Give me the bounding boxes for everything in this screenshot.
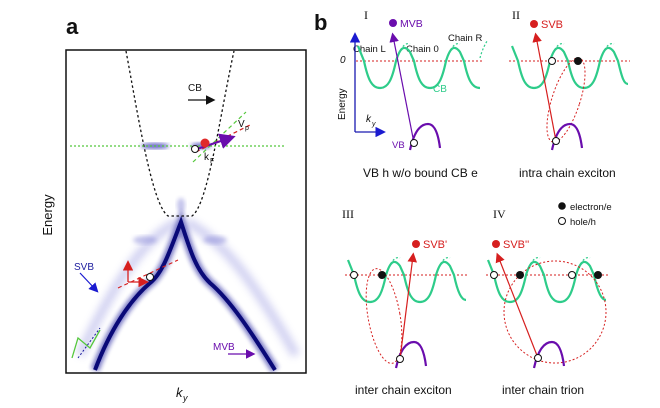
panel-a-frame	[65, 49, 307, 374]
vb-curve-i	[408, 122, 442, 151]
numeral-iii: III	[342, 207, 354, 221]
svb-label-a: SVB	[74, 262, 94, 273]
numeral-i: I	[364, 8, 368, 22]
svb-label-iii: SVB'	[423, 239, 447, 251]
exciton-ellipse-iii	[365, 268, 403, 364]
main-band	[93, 216, 277, 372]
svb-label-ii: SVB	[541, 19, 563, 31]
svb-hole-dot	[146, 273, 154, 281]
cb-chains-i	[356, 45, 481, 90]
mvb-label-b: MVB	[400, 18, 423, 30]
cb-chains-iii	[346, 259, 467, 304]
cb-label-i: CB	[433, 84, 447, 95]
subpanel-iv: IV electron/e hole/h SVB'' inter chain t…	[486, 202, 612, 397]
vb-curve-ii	[550, 122, 584, 151]
electron-iv-right	[594, 271, 602, 279]
cb-label-a: CB	[188, 83, 202, 94]
cb-chains-i-dash	[395, 39, 489, 62]
numeral-iv: IV	[493, 207, 506, 221]
caption-iv: inter chain trion	[502, 383, 584, 397]
trion-circle-iv	[503, 260, 607, 364]
svb-arrow-a	[79, 272, 99, 293]
svb-arrow-iii	[399, 252, 418, 360]
svb-label-iv: SVB''	[503, 239, 529, 251]
svb-dot-ii	[530, 20, 538, 28]
hole-ii	[548, 57, 556, 65]
vp-label: V p	[238, 119, 249, 132]
chain-0-label: Chain 0	[406, 44, 439, 55]
svg-text:k: k	[204, 152, 210, 163]
vp-arrow	[193, 133, 236, 151]
svb-spot-left	[133, 236, 157, 244]
svg-text:V: V	[238, 119, 245, 130]
kf-label: k F	[204, 152, 214, 165]
legend-hole: hole/h	[570, 217, 596, 228]
hole-iii	[350, 271, 358, 279]
svb-arrow-iv	[495, 252, 539, 359]
exciton-ellipse-ii	[546, 57, 586, 143]
vb-label-i: VB	[392, 140, 405, 151]
vb-hole-ii	[552, 137, 560, 145]
ky-sub: y	[182, 393, 188, 403]
green-feature	[71, 329, 101, 359]
cb-chains-ii	[510, 45, 629, 90]
kf-hole-dot	[191, 145, 199, 153]
top-spot	[177, 198, 185, 212]
hole-iv-left	[490, 271, 498, 279]
kf-red-dot	[200, 138, 210, 148]
energy-label-i: Energy	[337, 88, 348, 120]
mvb-label-a: MVB	[213, 342, 235, 353]
svb-dot-iv	[492, 240, 500, 248]
panel-b-letter: b	[314, 10, 327, 35]
hole-iv-right	[568, 271, 576, 279]
caption-ii: intra chain exciton	[519, 166, 616, 180]
vb-hole-i	[410, 139, 418, 147]
mvb-arrow-i	[389, 32, 415, 144]
vb-hole-iii	[396, 355, 404, 363]
legend-electron: electron/e	[570, 202, 612, 213]
chain-l-label: Chain L	[353, 44, 386, 55]
ky-label: k	[176, 385, 184, 400]
caption-iii: inter chain exciton	[355, 383, 452, 397]
panel-a-x-axis-label: k y	[176, 385, 188, 403]
subpanel-ii: II SVB intra chain exciton	[509, 8, 630, 180]
svg-text:p: p	[245, 125, 249, 132]
mvb-dot	[389, 19, 397, 27]
numeral-ii: II	[512, 8, 520, 22]
subpanel-iii: III SVB' inter chain exciton	[342, 207, 468, 397]
svg-text:k: k	[366, 114, 372, 125]
svb-arrow-ii	[532, 32, 557, 142]
cb-chains-iv	[486, 259, 607, 304]
electron-iv-left	[516, 271, 524, 279]
svg-text:F: F	[210, 158, 214, 165]
legend-electron-dot	[558, 202, 566, 210]
outer-band-right	[184, 217, 300, 358]
electron-ii	[574, 57, 582, 65]
panel-a-letter: a	[66, 14, 79, 39]
svg-text:y: y	[371, 121, 376, 128]
legend-hole-dot	[558, 217, 566, 225]
panel-a-y-axis-label: Energy	[40, 194, 55, 236]
electron-iii	[378, 271, 386, 279]
vb-hole-iv	[534, 354, 542, 362]
svb-spot-right	[203, 236, 227, 244]
zero-label: 0	[340, 55, 346, 66]
outer-band-left	[75, 217, 180, 357]
chain-r-label: Chain R	[448, 33, 482, 44]
caption-i: VB h w/o bound CB e	[363, 166, 478, 180]
ky-label-i: k y	[366, 114, 376, 128]
cb-parabola	[125, 50, 235, 217]
subpanel-i: I MVB Chain L Chain 0 Chain R 0 Energy k…	[337, 8, 489, 180]
svb-dot-iii	[412, 240, 420, 248]
